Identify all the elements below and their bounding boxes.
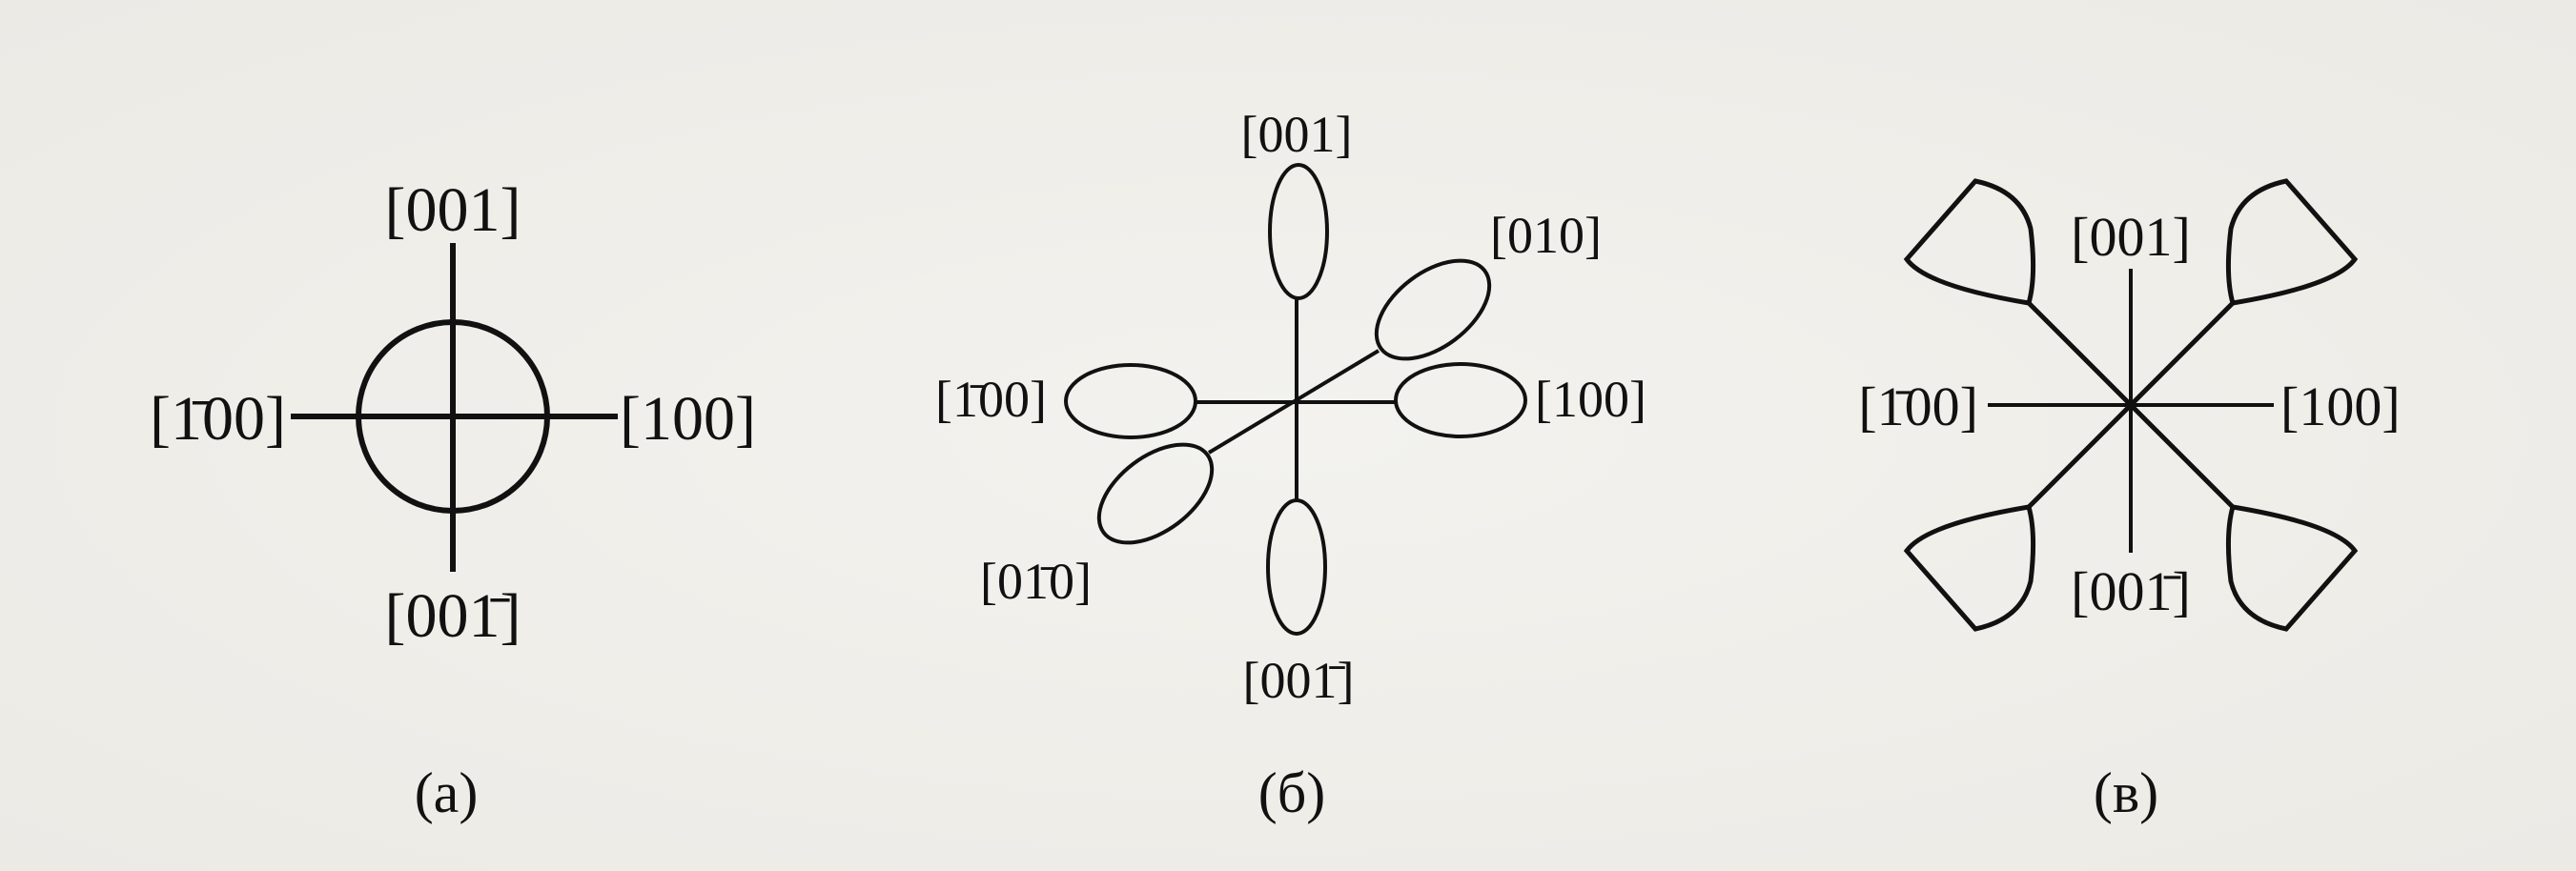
panel-b-caption: (б) xyxy=(1258,761,1326,824)
panel-a-label-right: [100] xyxy=(620,384,756,454)
panel-a: [001] [1̄00] [100] [001̄] (а) xyxy=(150,175,756,824)
panel-b-lobe-top xyxy=(1268,163,1329,300)
panel-b-lobe-upper-right xyxy=(1374,258,1492,361)
panel-b: [001] [010] [1̄00] [100] [01̄0] [001̄] (… xyxy=(935,106,1646,824)
panel-b-lobe-lower-left xyxy=(1096,442,1215,545)
panel-c-lobe-upper-left xyxy=(1903,178,2036,306)
panel-a-label-bottom: [001̄] xyxy=(385,581,521,651)
panel-c-label-top: [001] xyxy=(2071,206,2191,268)
panel-c-lobe-lower-right xyxy=(2225,504,2359,632)
panel-c-lobe-upper-right xyxy=(2225,178,2359,306)
panel-b-label-upper-right: [010] xyxy=(1490,207,1602,264)
panel-b-lobe-bottom xyxy=(1266,498,1327,636)
panel-c-label-left: [1̄00] xyxy=(1858,375,1978,437)
panel-b-lobe-left xyxy=(1064,363,1197,439)
panel-b-label-right: [100] xyxy=(1535,371,1646,428)
panel-b-label-left: [1̄00] xyxy=(935,371,1047,428)
panel-a-label-top: [001] xyxy=(385,175,521,245)
panel-b-label-lower-left: [01̄0] xyxy=(980,553,1092,610)
panel-b-diagonal-axis xyxy=(1207,349,1380,455)
panel-c-label-right: [100] xyxy=(2280,375,2401,437)
panel-b-label-bottom: [001̄] xyxy=(1243,652,1355,709)
panel-c-caption: (в) xyxy=(2094,761,2158,824)
panel-b-label-top: [001] xyxy=(1241,106,1353,163)
panel-a-caption: (а) xyxy=(415,761,479,824)
panel-c-diagonal-axis-2 xyxy=(2027,301,2235,509)
panel-c-label-bottom: [001̄] xyxy=(2071,560,2191,622)
panel-c: [001] [1̄00] [100] [001̄] (в) xyxy=(1858,178,2401,824)
panel-c-lobe-lower-left xyxy=(1903,504,2036,632)
panel-a-circle xyxy=(356,319,550,514)
panel-a-label-left: [1̄00] xyxy=(150,384,286,454)
panel-b-lobe-right xyxy=(1394,362,1527,438)
